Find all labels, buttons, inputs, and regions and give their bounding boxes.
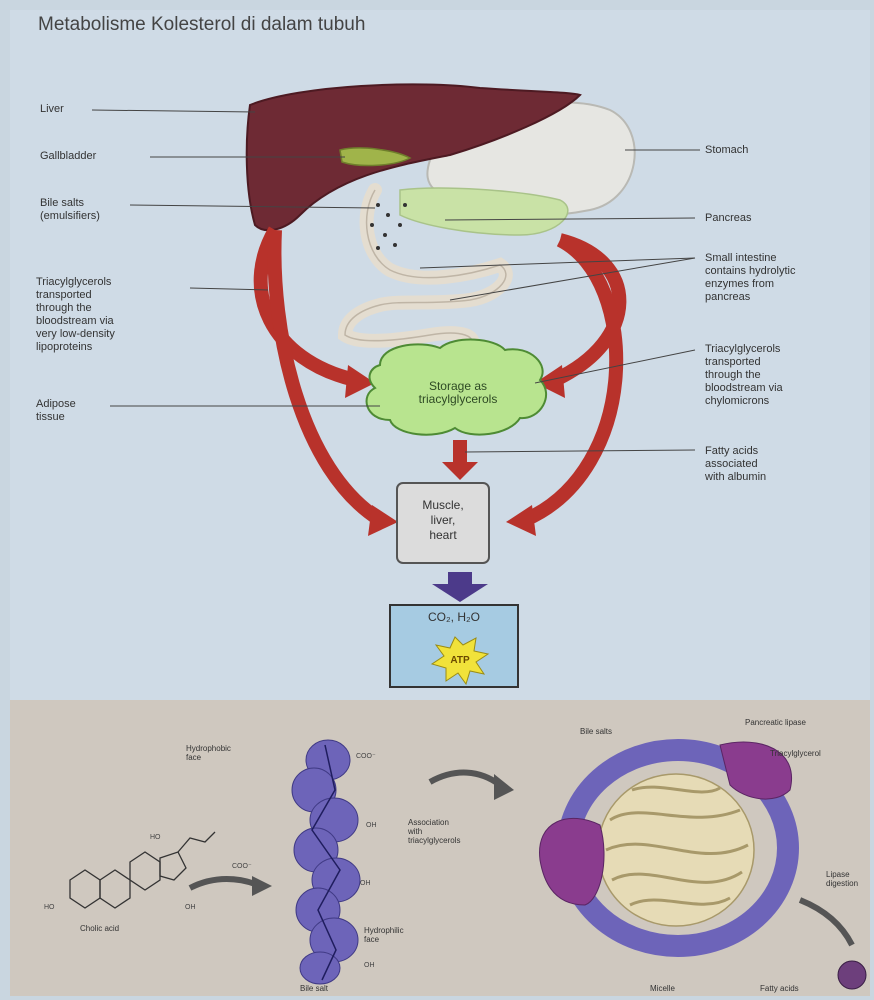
label-micelle: Micelle: [650, 984, 675, 993]
label-pancreatic-lipase: Pancreatic lipase: [745, 718, 806, 727]
label-tag-vldl: Triacylglycerols transported through the…: [36, 276, 115, 354]
co2-h2o-label: CO₂, H₂O: [390, 611, 518, 624]
atp-label: ATP: [440, 654, 480, 667]
diagram-title: Metabolisme Kolesterol di dalam tubuh: [38, 14, 365, 36]
label-stomach: Stomach: [705, 144, 748, 157]
micelle: [540, 742, 792, 946]
label-bile-salt: Bile salt: [300, 984, 328, 993]
label-bile-salts: Bile salts (emulsifiers): [40, 197, 100, 223]
label-fatty-acids: Fatty acids: [760, 984, 799, 993]
label-tag-chylomicrons: Triacylglycerols transported through the…: [705, 343, 783, 408]
fatty-acid-cluster: [838, 961, 866, 989]
chem-oh-1: OH: [366, 822, 377, 829]
chem-oh-3: OH: [364, 962, 375, 969]
label-fatty-acids-albumin: Fatty acids associated with albumin: [705, 445, 766, 484]
muscle-label: Muscle, liver, heart: [397, 498, 489, 543]
label-hydrophobic-face: Hydrophobic face: [186, 744, 231, 762]
chem-coo-2: COO⁻: [232, 862, 252, 870]
label-lipase-digestion: Lipase digestion: [826, 870, 858, 888]
bile-salt-molecule: [292, 740, 360, 984]
label-hydrophilic-face: Hydrophilic face: [364, 926, 404, 944]
storage-label: Storage as triacylglycerols: [398, 380, 518, 406]
chem-oh-2: OH: [360, 880, 371, 887]
purple-arrow: [432, 572, 488, 602]
label-bile-salts-bottom: Bile salts: [580, 727, 612, 736]
label-triacylglycerol: Triacylglycerol: [770, 749, 821, 758]
chem-ho-2: HO: [44, 904, 55, 911]
label-gallbladder: Gallbladder: [40, 150, 96, 163]
label-liver: Liver: [40, 103, 64, 116]
label-adipose: Adipose tissue: [36, 398, 76, 424]
curved-arrow-right-head: [494, 774, 514, 800]
chem-oh-4: OH: [185, 904, 196, 911]
curved-arrow-left: [190, 879, 258, 888]
curved-arrow-right: [430, 773, 500, 785]
label-small-intestine: Small intestine contains hydrolytic enzy…: [705, 252, 796, 304]
digestion-arrow: [800, 900, 852, 945]
chem-coo-1: COO⁻: [356, 752, 376, 760]
cholic-acid-structure: [70, 832, 215, 908]
label-pancreas: Pancreas: [705, 212, 751, 225]
label-cholic-acid: Cholic acid: [80, 924, 119, 933]
chem-ho-1: HO: [150, 834, 161, 841]
curved-arrow-left-head: [252, 876, 272, 896]
label-association: Association with triacylglycerols: [408, 818, 460, 845]
